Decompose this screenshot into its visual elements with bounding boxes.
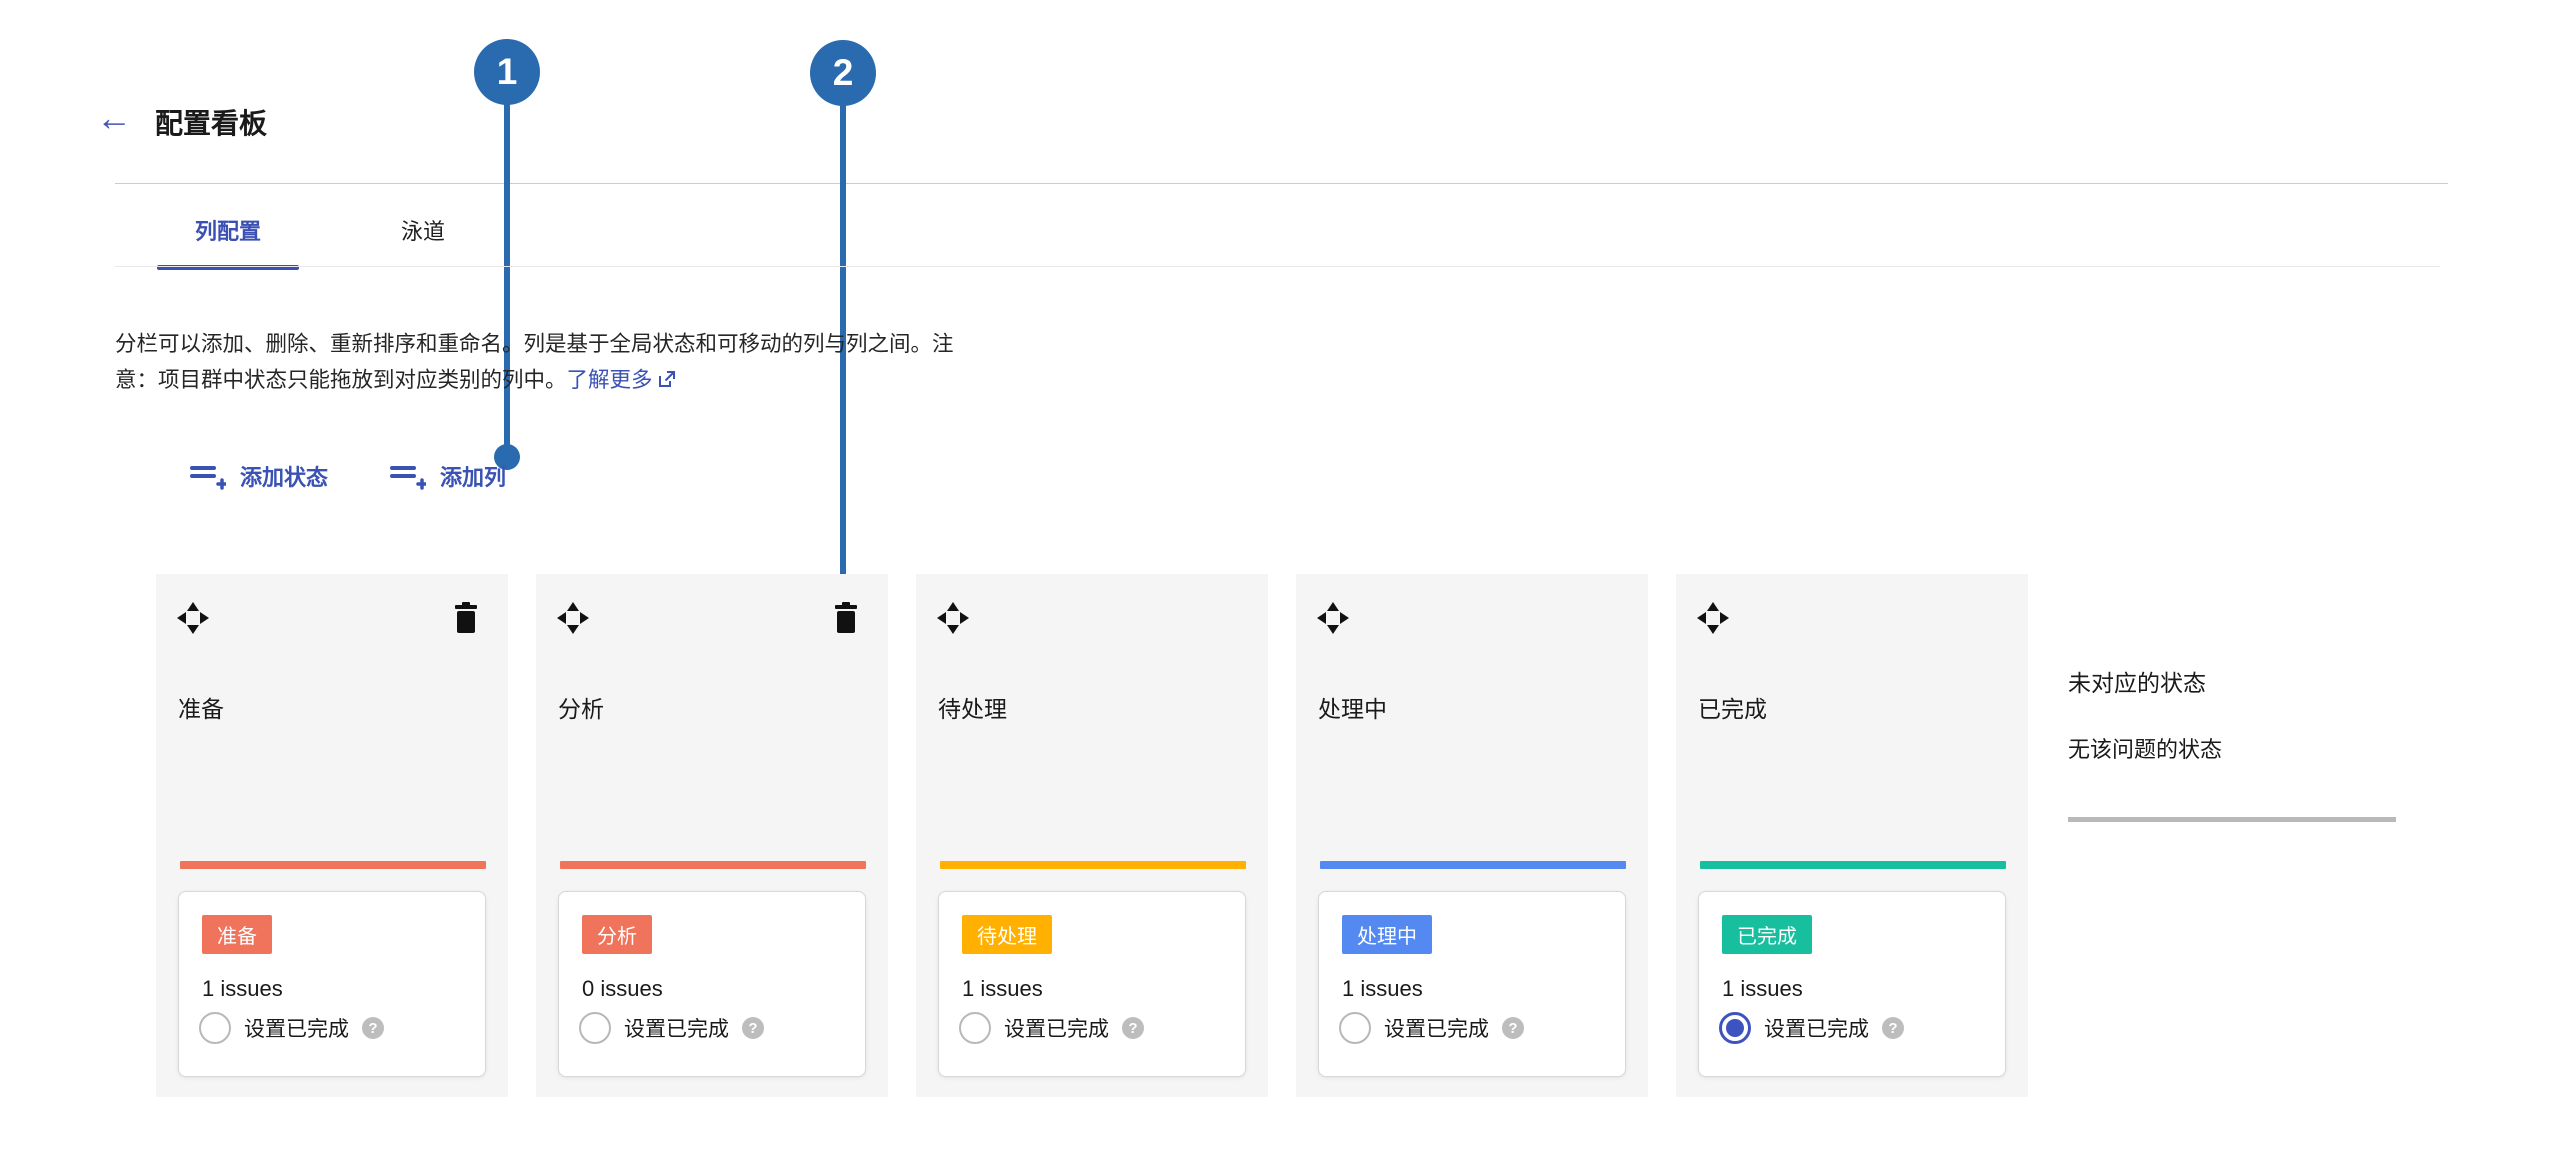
move-icon[interactable] bbox=[1317, 602, 1349, 634]
unmapped-divider-bar bbox=[2068, 817, 2396, 822]
annotation-badge-1: 1 bbox=[474, 39, 540, 105]
column-color-bar bbox=[1320, 861, 1626, 869]
description-line-1: 分栏可以添加、删除、重新排序和重命名。列是基于全局状态和可移动的列与列之间。注 bbox=[115, 332, 954, 356]
set-done-radio[interactable] bbox=[1719, 1012, 1751, 1044]
issues-count: 1 issues bbox=[962, 976, 1043, 1001]
issues-count: 1 issues bbox=[1342, 976, 1423, 1001]
move-icon[interactable] bbox=[177, 602, 209, 634]
move-icon[interactable] bbox=[937, 602, 969, 634]
move-icon[interactable] bbox=[557, 602, 589, 634]
set-done-radio[interactable] bbox=[959, 1012, 991, 1044]
set-done-label: 设置已完成 bbox=[1004, 1018, 1109, 1041]
status-badge: 待处理 bbox=[962, 915, 1052, 954]
actions-row: 添加状态 添加列 bbox=[190, 460, 506, 492]
tab-column-config[interactable]: 列配置 bbox=[157, 214, 300, 270]
tabbar-divider bbox=[115, 266, 2440, 267]
tab-swimlanes-label: 泳道 bbox=[401, 219, 446, 244]
add-list-icon bbox=[190, 461, 226, 491]
add-column-label: 添加列 bbox=[440, 465, 507, 490]
annotation-badge-2: 2 bbox=[810, 40, 876, 106]
back-arrow-icon[interactable]: ← bbox=[96, 97, 132, 138]
status-badge: 处理中 bbox=[1342, 915, 1432, 954]
set-done-row: 设置已完成 ? bbox=[959, 1012, 1144, 1044]
column-color-bar bbox=[940, 861, 1246, 869]
column-color-bar bbox=[1700, 861, 2006, 869]
set-done-label: 设置已完成 bbox=[1384, 1018, 1489, 1041]
tab-column-config-label: 列配置 bbox=[195, 219, 262, 244]
help-icon[interactable]: ? bbox=[362, 1017, 384, 1039]
column-name: 分析 bbox=[558, 696, 604, 722]
board-column: 已完成 已完成 1 issues 设置已完成 ? bbox=[1676, 574, 2028, 1097]
help-icon[interactable]: ? bbox=[1122, 1017, 1144, 1039]
set-done-label: 设置已完成 bbox=[244, 1018, 349, 1041]
column-name: 已完成 bbox=[1698, 696, 1767, 722]
trash-icon[interactable] bbox=[832, 602, 860, 633]
board-column: 准备 准备 1 issues 设置已完成 ? bbox=[156, 574, 508, 1097]
board-column: 分析 分析 0 issues 设置已完成 ? bbox=[536, 574, 888, 1097]
set-done-row: 设置已完成 ? bbox=[199, 1012, 384, 1044]
help-icon[interactable]: ? bbox=[742, 1017, 764, 1039]
learn-more-label: 了解更多 bbox=[566, 368, 653, 392]
add-column-button[interactable]: 添加列 bbox=[390, 460, 506, 492]
annotation-dot-1 bbox=[494, 444, 520, 470]
annotation-line-1 bbox=[504, 104, 510, 446]
issues-count: 1 issues bbox=[1722, 976, 1803, 1001]
set-done-row: 设置已完成 ? bbox=[1339, 1012, 1524, 1044]
column-color-bar bbox=[560, 861, 866, 869]
status-card: 处理中 1 issues 设置已完成 ? bbox=[1318, 891, 1626, 1077]
set-done-radio[interactable] bbox=[199, 1012, 231, 1044]
set-done-row: 设置已完成 ? bbox=[579, 1012, 764, 1044]
unmapped-statuses-subtitle: 无该问题的状态 bbox=[2068, 737, 2223, 762]
status-card: 待处理 1 issues 设置已完成 ? bbox=[938, 891, 1246, 1077]
description: 分栏可以添加、删除、重新排序和重命名。列是基于全局状态和可移动的列与列之间。注 … bbox=[115, 326, 954, 398]
columns: 准备 准备 1 issues 设置已完成 ? bbox=[156, 574, 2028, 1097]
page-title: 配置看板 bbox=[155, 108, 268, 139]
column-name: 准备 bbox=[178, 696, 224, 722]
annotation-line-2 bbox=[840, 105, 846, 582]
external-link-icon bbox=[657, 370, 676, 389]
description-line-2: 意：项目群中状态只能拖放到对应类别的列中。了解更多 bbox=[115, 362, 954, 398]
tab-swimlanes[interactable]: 泳道 bbox=[363, 214, 483, 270]
help-icon[interactable]: ? bbox=[1882, 1017, 1904, 1039]
set-done-row: 设置已完成 ? bbox=[1719, 1012, 1904, 1044]
set-done-label: 设置已完成 bbox=[1764, 1018, 1869, 1041]
status-badge: 准备 bbox=[202, 915, 272, 954]
add-status-label: 添加状态 bbox=[240, 465, 329, 490]
issues-count: 0 issues bbox=[582, 976, 663, 1001]
add-list-icon bbox=[390, 461, 427, 491]
trash-icon[interactable] bbox=[452, 602, 480, 633]
status-badge: 已完成 bbox=[1722, 915, 1812, 954]
header-divider bbox=[115, 183, 2448, 184]
help-icon[interactable]: ? bbox=[1502, 1017, 1524, 1039]
board-column: 处理中 处理中 1 issues 设置已完成 ? bbox=[1296, 574, 1648, 1097]
column-name: 待处理 bbox=[938, 696, 1007, 722]
column-name: 处理中 bbox=[1318, 696, 1387, 722]
column-color-bar bbox=[180, 861, 486, 869]
issues-count: 1 issues bbox=[202, 976, 283, 1001]
description-line-2-text: 意：项目群中状态只能拖放到对应类别的列中。 bbox=[115, 368, 567, 392]
active-tab-underline bbox=[157, 265, 300, 270]
set-done-radio[interactable] bbox=[579, 1012, 611, 1044]
add-status-button[interactable]: 添加状态 bbox=[190, 460, 328, 492]
set-done-label: 设置已完成 bbox=[624, 1018, 729, 1041]
board-column: 待处理 待处理 1 issues 设置已完成 ? bbox=[916, 574, 1268, 1097]
set-done-radio[interactable] bbox=[1339, 1012, 1371, 1044]
learn-more-link[interactable]: 了解更多 bbox=[567, 368, 676, 392]
tab-bar: 列配置 泳道 bbox=[157, 214, 483, 270]
status-card: 分析 0 issues 设置已完成 ? bbox=[558, 891, 866, 1077]
status-badge: 分析 bbox=[582, 915, 652, 954]
unmapped-statuses-title: 未对应的状态 bbox=[2068, 670, 2206, 696]
status-card: 准备 1 issues 设置已完成 ? bbox=[178, 891, 486, 1077]
move-icon[interactable] bbox=[1697, 602, 1729, 634]
status-card: 已完成 1 issues 设置已完成 ? bbox=[1698, 891, 2006, 1077]
